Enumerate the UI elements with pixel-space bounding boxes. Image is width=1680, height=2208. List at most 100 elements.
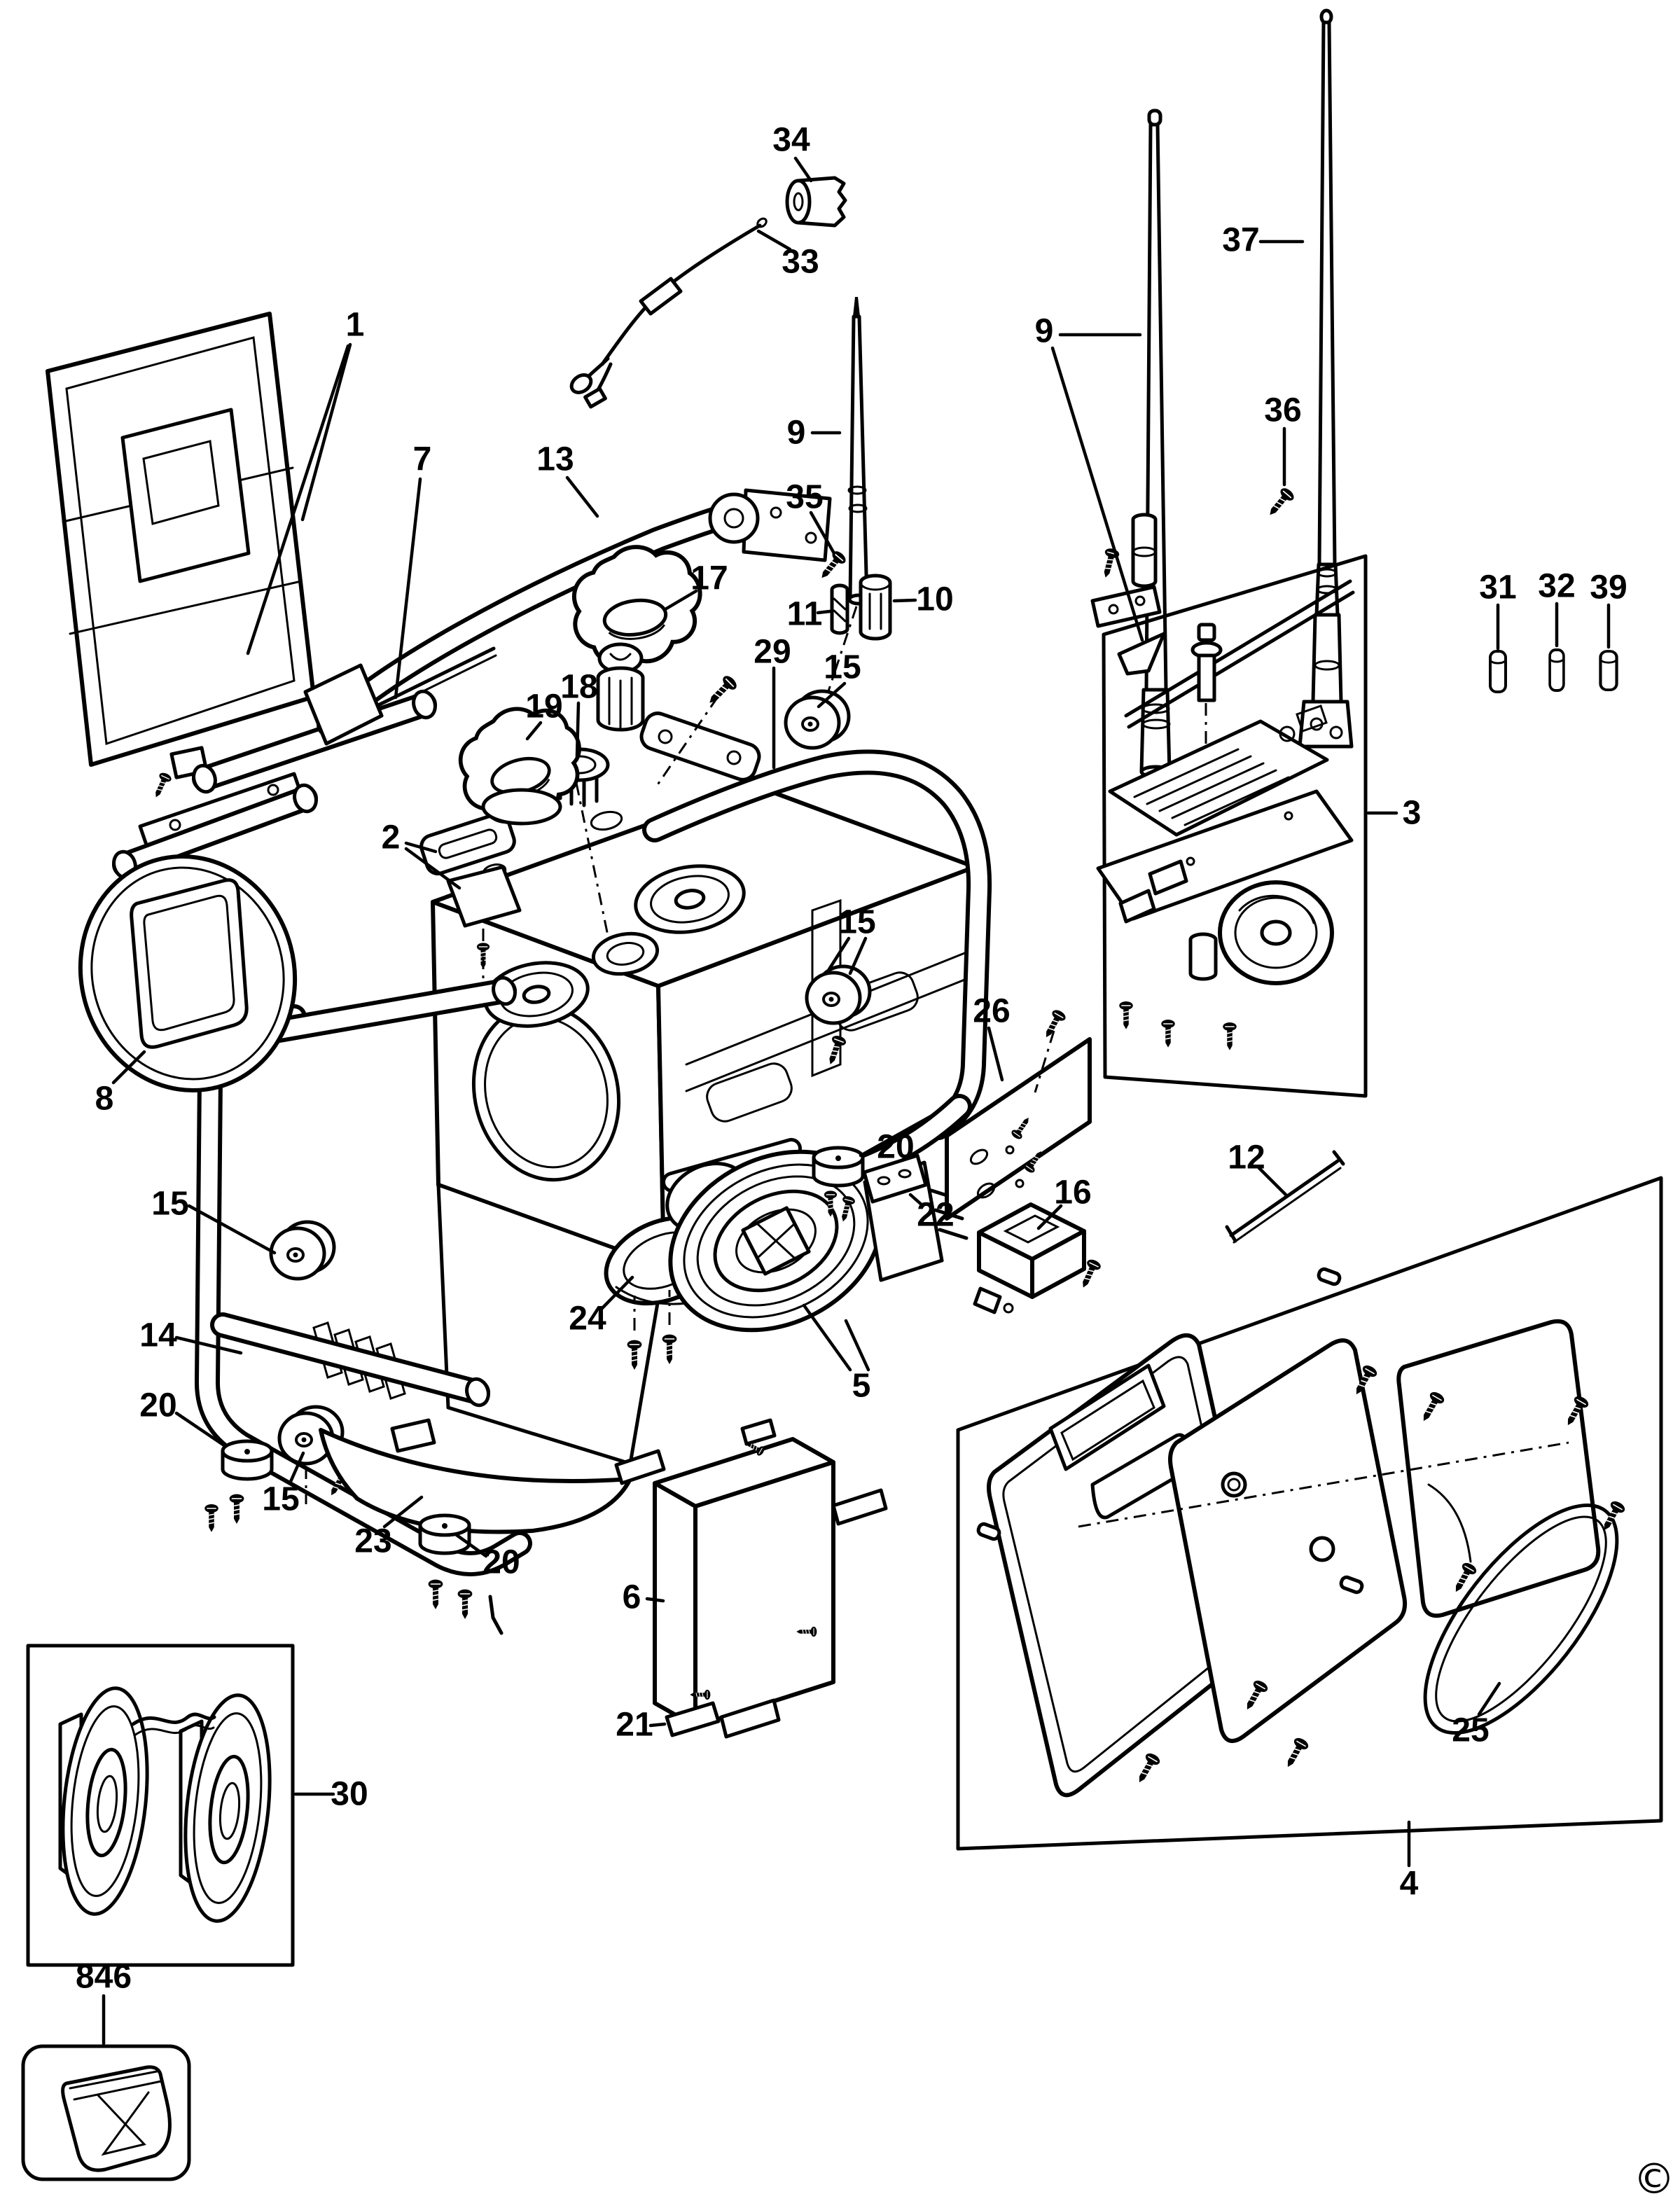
side-pad-part-25 [1423,1504,1619,1735]
cap-hole [793,192,804,211]
box-pad [831,1488,888,1526]
bag-fold [69,2070,158,2090]
speaker-pair-box [26,1644,295,1967]
panel-boss-hole [1227,1478,1241,1492]
screw-icon [149,770,174,801]
screw-icon [703,672,740,709]
clip [1148,859,1188,896]
leader-line-part-21 [648,1722,667,1728]
part-number-label-30: 30 [331,1776,368,1813]
tube-end-cap [465,1377,490,1408]
main-housing [312,784,977,1466]
rod [1233,1167,1342,1244]
transformer-part-16 [973,1202,1103,1314]
speaker-side-ring [70,1705,140,1897]
rail-end-cap [293,783,318,814]
transformer-window [1003,1214,1060,1244]
leader-line-part-10 [892,598,917,603]
screw-icon [1132,1750,1162,1787]
pin-part-32 [1548,648,1565,692]
antenna-joint [847,485,867,495]
panel-peg [1339,1575,1364,1595]
speaker-hub [96,1775,118,1833]
pad-part-21 [665,1701,721,1737]
sleeve-stripe [833,609,847,623]
lock-washer-inner [606,942,645,966]
top-washer-inner [650,875,730,924]
cable-sleeve [639,277,683,316]
cable [600,223,762,366]
part-number-label-20: 20 [139,1387,176,1424]
bracket-hole [805,532,817,544]
cable-connector [569,373,593,394]
cable-connector [583,387,607,409]
part-number-label-34: 34 [772,122,810,159]
screw-icon [1222,1022,1237,1051]
transformer-right [1030,1229,1086,1299]
part-number-label-15: 15 [151,1186,188,1223]
bracket-hole [169,819,181,831]
rubber-foot-part-20 [814,1148,863,1186]
pcb-fin [1133,748,1240,798]
pcb-fin [1183,776,1290,826]
plate-curve [1427,1483,1472,1563]
copyright-symbol: © [1633,2155,1675,2204]
plate-hole [1186,856,1195,866]
plate-hole [898,1169,912,1179]
part-number-label-10: 10 [916,581,953,618]
speaker-pair-part-30 [26,1644,295,1967]
speaker-side-ring [193,1712,263,1904]
speaker-cone [208,1754,250,1865]
leader-line-part-1 [300,342,352,522]
door-frame-line [69,580,303,635]
clip [1118,889,1156,924]
plunger-cap [1197,623,1216,642]
antenna-cap-part-34 [785,176,847,228]
panel-window [1048,1363,1166,1471]
part-number-label-39: 39 [1590,569,1627,606]
part-number-label-14: 14 [139,1317,177,1354]
cable-inner [601,224,761,366]
leader-line-part-15 [817,681,847,709]
speaker-cone [713,1189,839,1293]
speaker-wire [131,1712,216,1726]
part-number-label-9: 9 [1035,313,1054,350]
leader-line-part-35 [809,511,836,555]
pcb-fin [1171,769,1277,819]
hub-cross [756,1223,796,1259]
transformer-foot-hole [1003,1303,1014,1314]
sleeve-body [830,583,849,635]
battery-door-part-1 [46,312,316,801]
bracket-hole [1108,604,1119,615]
leader-line-part-33 [756,229,792,251]
antenna-tip-cap [1147,109,1162,127]
latch-hook [446,865,522,928]
side-pad-inner [1435,1515,1607,1723]
leader-line-part-8 [111,1050,146,1085]
leader-line-part-20 [454,1533,488,1558]
speaker-surround [683,1163,869,1319]
antenna-long-part-9 [1139,109,1172,779]
part-number-label-35: 35 [786,479,823,516]
leader-line-part-25 [1477,1681,1501,1716]
leader-line-part-26 [987,1026,1004,1082]
grille-window-inner [143,894,235,1032]
antenna-joint [848,504,868,513]
battery-box-part-6 [614,1418,888,1739]
transformer-foot [973,1286,1002,1314]
knob-recess-hub [522,985,551,1004]
part-number-label-1: 1 [346,307,365,344]
part-number-label-6: 6 [623,1579,641,1616]
grille-ring-inner [90,866,285,1081]
leader-line-part-2 [404,847,461,890]
handle-part-13 [303,488,832,746]
leader-line-part-15 [827,936,851,971]
screw-icon [661,1333,678,1365]
alignment-line [655,696,719,786]
cage-rails [112,689,437,880]
box-pad [740,1418,777,1446]
door-inner-frame [65,336,296,746]
bracket-hole [1134,595,1146,606]
mount-plate-part-29 [639,672,761,786]
part-number-label-8: 8 [95,1081,114,1118]
